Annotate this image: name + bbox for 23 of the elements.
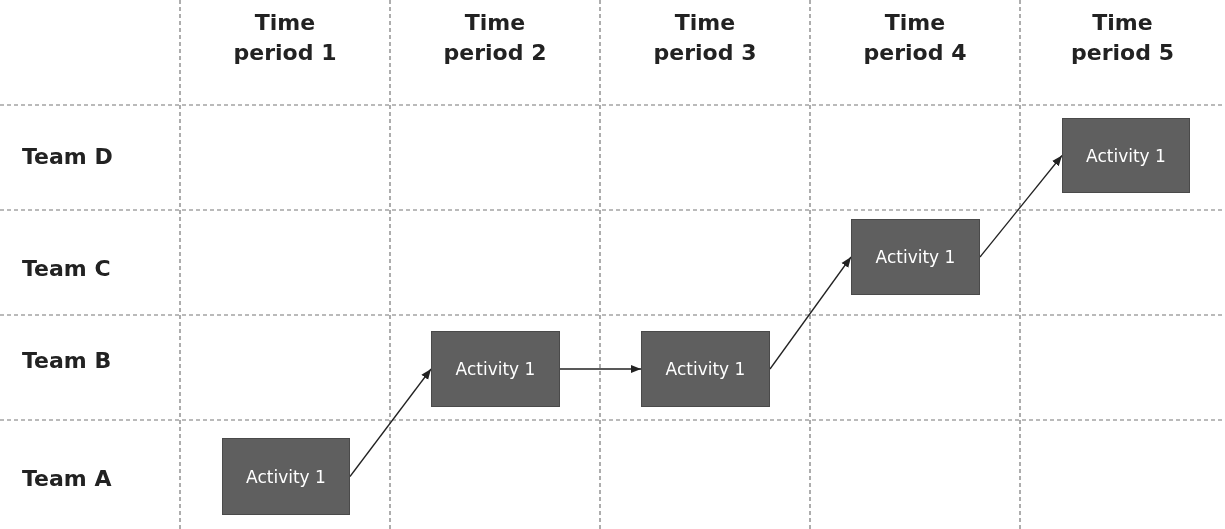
activity-box bbox=[1062, 118, 1190, 193]
column-header: Time period 5 bbox=[1070, 9, 1175, 67]
column-header: Time period 4 bbox=[862, 9, 968, 67]
row-header: Team B bbox=[22, 347, 112, 375]
activity-label: Activity 1 bbox=[246, 466, 326, 487]
row-header: Team A bbox=[22, 465, 112, 493]
arrow bbox=[349, 368, 432, 478]
row-header: Team D bbox=[22, 143, 113, 171]
activity-label: Activity 1 bbox=[875, 247, 956, 267]
activity-label: Activity 1 bbox=[665, 359, 746, 379]
activity-box bbox=[641, 331, 770, 407]
arrow bbox=[559, 364, 642, 374]
activity-box bbox=[851, 219, 980, 295]
row-header: Team C bbox=[22, 255, 111, 283]
arrow bbox=[979, 154, 1063, 258]
activity-box bbox=[431, 331, 560, 407]
activity-label: Activity 1 bbox=[1086, 145, 1166, 166]
column-header: Time period 3 bbox=[652, 9, 758, 67]
arrow bbox=[769, 256, 852, 370]
column-header: Time period 2 bbox=[442, 9, 548, 67]
activity-box bbox=[222, 438, 350, 515]
activity-label: Activity 1 bbox=[455, 359, 536, 379]
column-header: Time period 1 bbox=[232, 9, 338, 67]
